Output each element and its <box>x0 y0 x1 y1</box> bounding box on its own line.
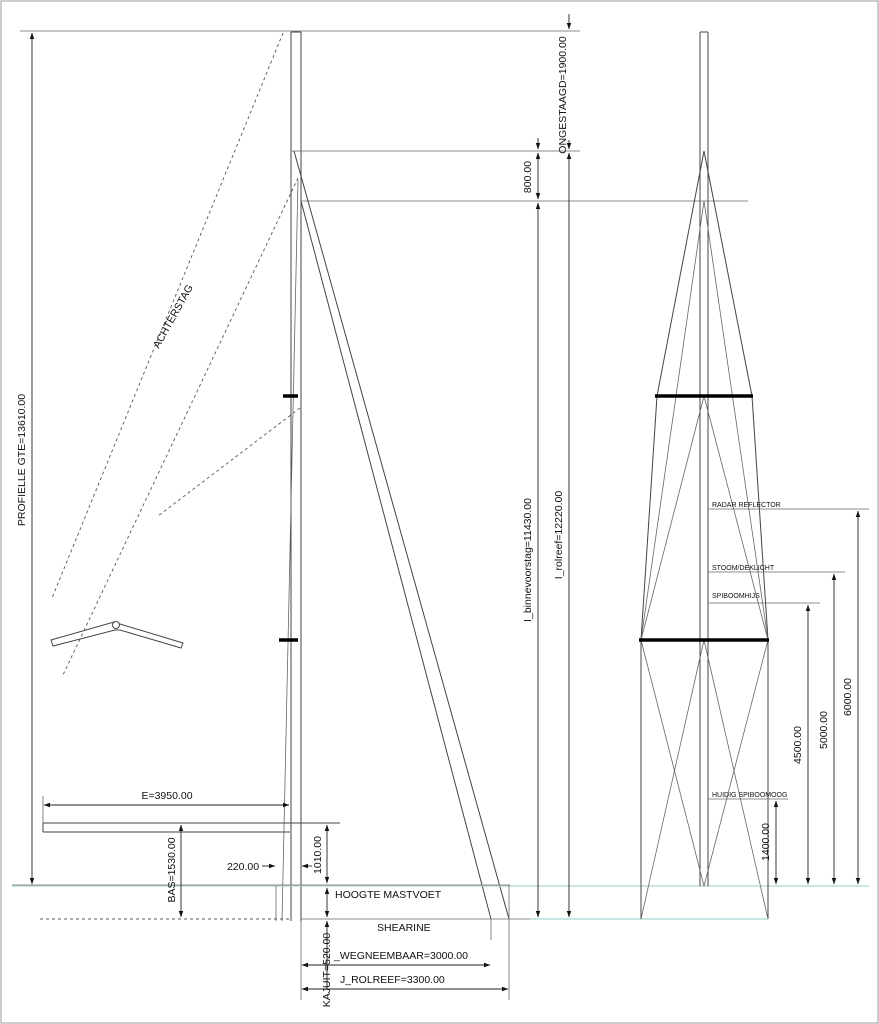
ongestaagd-label: ONGESTAAGD=1900.00 <box>557 36 569 154</box>
front-shrouds <box>640 150 769 920</box>
huidig-spiboomoog-label: HUIDIG SPIBOOMOOG <box>712 792 787 799</box>
binnevoorstag-label: I_binnevoorstag=11430.00 <box>522 498 534 622</box>
profielle-gte-label: PROFIELLE GTE=13610.00 <box>16 394 28 526</box>
wegneembaar-label: _WEGNEEMBAAR=3000.00 <box>333 950 468 962</box>
bas-label: BAS=1530.00 <box>166 837 178 902</box>
forestays <box>293 150 510 920</box>
dim-5000-label: 5000.00 <box>818 711 830 749</box>
boom-sketch-icon <box>50 621 184 649</box>
front-mast <box>699 31 709 886</box>
main-boom <box>42 822 340 833</box>
e-label: E=3950.00 <box>141 790 192 802</box>
spiboomhijs-label: SPIBOOMHIJS <box>712 593 760 600</box>
stoom-deklicht-label: STOOM/DEKLICHT <box>712 565 775 572</box>
side-mast <box>290 31 302 921</box>
j-rolreef-label: J_ROLREEF=3300.00 <box>340 974 445 986</box>
dim-800-label: 800.00 <box>522 161 534 193</box>
dim-1010-label: 1010.00 <box>312 836 324 874</box>
backstay <box>51 32 301 922</box>
rolreef-label: I_rolreef=12220.00 <box>553 491 565 580</box>
radar-reflector-label: RADAR REFLECTOR <box>712 502 781 509</box>
dim-220-label: 220.00 <box>227 861 259 873</box>
achterstag-label: ACHTERSTAG <box>151 283 196 351</box>
dim-6000-label: 6000.00 <box>842 678 854 716</box>
dim-4500-label: 4500.00 <box>792 726 804 764</box>
hoogte-mastvoet-label: HOOGTE MASTVOET <box>335 889 442 901</box>
dim-1400-label: 1400.00 <box>760 823 772 861</box>
kajuit-label: KAJUIT=520.00 <box>321 933 333 1008</box>
shearine-label: SHEARINE <box>377 922 431 934</box>
